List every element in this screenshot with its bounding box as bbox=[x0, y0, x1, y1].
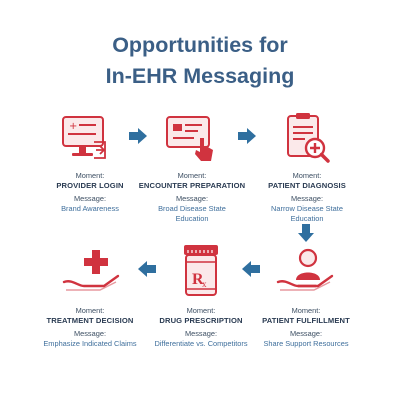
moment-label: Moment: bbox=[186, 306, 216, 315]
message-label: Message: bbox=[73, 329, 107, 338]
prescription-bottle-icon: R x bbox=[184, 245, 218, 296]
moment-label: Moment: bbox=[292, 171, 322, 180]
moment-value: TREATMENT DECISION bbox=[46, 316, 134, 325]
step-encounter-preparation: Moment: ENCOUNTER PREPARATION Message: B… bbox=[122, 171, 262, 224]
moment-label: Moment: bbox=[75, 171, 105, 180]
svg-text:+: + bbox=[69, 121, 77, 132]
moment-value: PATIENT FULFILLMENT bbox=[262, 316, 350, 325]
message-label: Message: bbox=[184, 329, 218, 338]
moment-value: ENCOUNTER PREPARATION bbox=[138, 181, 246, 190]
arrow-right-2-icon bbox=[238, 128, 256, 144]
title-line-2: In-EHR Messaging bbox=[105, 64, 295, 88]
step-treatment-decision: Moment: TREATMENT DECISION Message: Emph… bbox=[20, 306, 160, 349]
message-value-line-2: Education bbox=[290, 214, 324, 223]
moment-value: PATIENT DIAGNOSIS bbox=[268, 181, 346, 190]
message-value: Emphasize Indicated Claims bbox=[43, 339, 137, 348]
step-patient-diagnosis: Moment: PATIENT DIAGNOSIS Message: Narro… bbox=[237, 171, 377, 224]
step-patient-fulfillment: Moment: PATIENT FULFILLMENT Message: Sha… bbox=[236, 306, 376, 349]
message-value-line-1: Narrow Disease State bbox=[271, 204, 343, 213]
message-label: Message: bbox=[73, 194, 107, 203]
moment-value: DRUG PRESCRIPTION bbox=[159, 316, 243, 325]
message-value: Brand Awareness bbox=[61, 204, 119, 213]
moment-label: Moment: bbox=[75, 306, 105, 315]
page-title: Opportunities for In-EHR Messaging bbox=[0, 30, 400, 92]
message-value: Share Support Resources bbox=[263, 339, 349, 348]
step-provider-login: Moment: PROVIDER LOGIN Message: Brand Aw… bbox=[20, 171, 160, 214]
moment-label: Moment: bbox=[177, 171, 207, 180]
arrow-left-2-icon bbox=[138, 261, 156, 277]
title-line-1: Opportunities for bbox=[112, 33, 288, 57]
message-value-line-1: Broad Disease State bbox=[158, 204, 226, 213]
svg-text:x: x bbox=[202, 279, 207, 289]
login-screen-icon: + bbox=[62, 116, 106, 159]
hand-cross-icon bbox=[62, 250, 120, 291]
message-label: Message: bbox=[290, 194, 324, 203]
message-label: Message: bbox=[175, 194, 209, 203]
screen-click-icon bbox=[166, 116, 213, 161]
message-label: Message: bbox=[289, 329, 323, 338]
svg-text:R: R bbox=[192, 271, 204, 288]
clipboard-search-icon bbox=[287, 113, 330, 163]
arrow-right-1-icon bbox=[129, 128, 147, 144]
message-value: Differentiate vs. Competitors bbox=[154, 339, 248, 348]
arrow-left-1-icon bbox=[242, 261, 260, 277]
moment-value: PROVIDER LOGIN bbox=[56, 181, 124, 190]
hand-patient-icon bbox=[276, 248, 334, 291]
moment-label: Moment: bbox=[291, 306, 321, 315]
message-value-line-2: Education bbox=[175, 214, 209, 223]
arrow-down-icon bbox=[298, 224, 314, 242]
step-drug-prescription: Moment: DRUG PRESCRIPTION Message: Diffe… bbox=[131, 306, 271, 349]
